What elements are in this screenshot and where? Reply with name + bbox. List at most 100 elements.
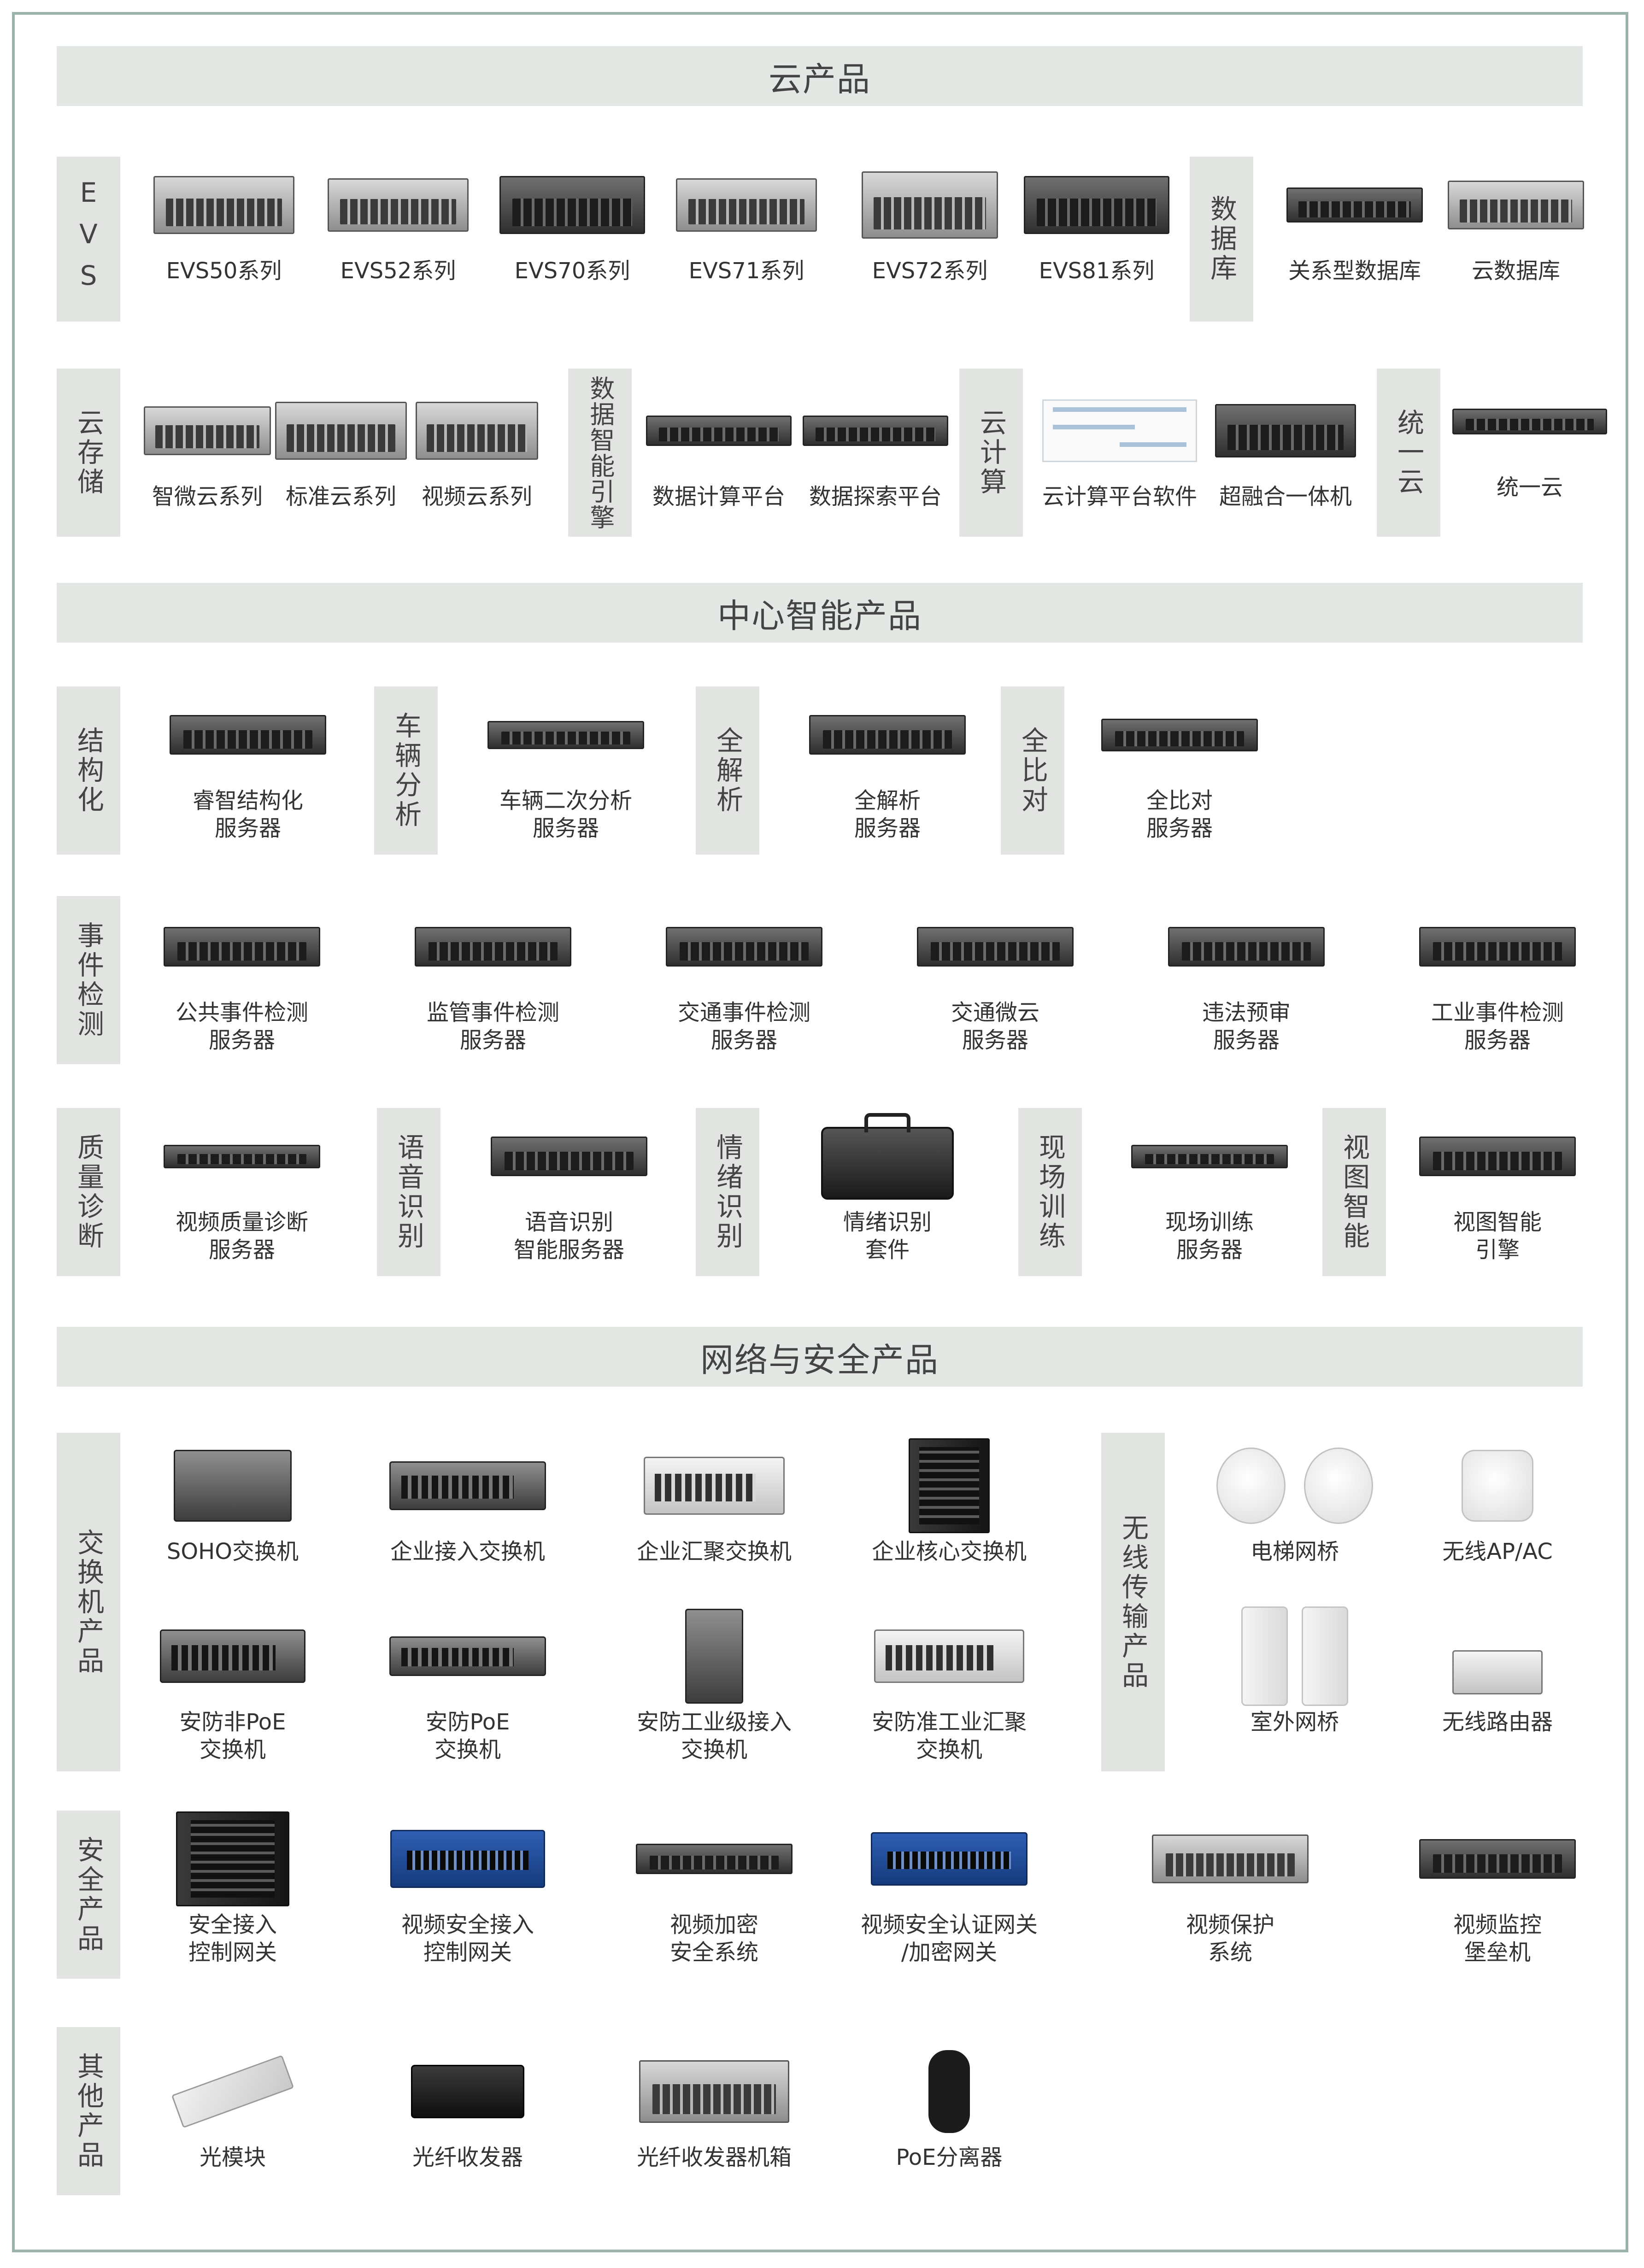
label-switch: 交换机产品 [57, 1433, 120, 1771]
product-ent-access[interactable]: 企业接入交换机 [389, 1437, 546, 1589]
product-evs50[interactable]: EVS50系列 [146, 157, 302, 309]
server-icon [1024, 176, 1169, 234]
product-full-parse[interactable]: 全解析 服务器 [809, 686, 966, 841]
product-standard-cloud[interactable]: 标准云系列 [263, 382, 419, 534]
product-smart-micro[interactable]: 智微云系列 [129, 382, 286, 534]
product-evs70[interactable]: EVS70系列 [494, 157, 651, 309]
product-video-sec-gw[interactable]: 视频安全接入 控制网关 [389, 1811, 546, 1965]
product-video-auth-gw[interactable]: 视频安全认证网关 /加密网关 [861, 1811, 1038, 1965]
label-security: 安全产品 [57, 1811, 120, 1979]
product-ent-core[interactable]: 企业核心交换机 [871, 1437, 1028, 1589]
server-icon [487, 721, 644, 749]
product-data-compute[interactable]: 数据计算平台 [640, 382, 797, 534]
label-training: 现场训练 [1018, 1108, 1082, 1276]
router-icon [1452, 1650, 1543, 1694]
product-video-cloud[interactable]: 视频云系列 [399, 382, 555, 534]
label-full-parse: 全解析 [696, 686, 759, 855]
product-cloud-software[interactable]: 云计算平台软件 [1041, 382, 1198, 534]
product-supervise-event[interactable]: 监管事件检测 服务器 [415, 898, 571, 1053]
section-cloud-banner: 云产品 [57, 46, 1583, 106]
product-relational-db[interactable]: 关系型数据库 [1276, 157, 1433, 309]
gateway-icon [390, 1830, 545, 1888]
product-training-server[interactable]: 现场训练 服务器 [1131, 1108, 1288, 1263]
product-fiber-transceiver[interactable]: 光纤收发器 [389, 2043, 546, 2195]
label-speech: 语音识别 [377, 1108, 440, 1276]
product-poe-splitter[interactable]: PoE分离器 [871, 2043, 1028, 2195]
product-bastion[interactable]: 视频监控 堡垒机 [1419, 1811, 1576, 1965]
product-outdoor-bridge[interactable]: 室外网桥 [1216, 1606, 1373, 1760]
server-icon [1419, 1137, 1576, 1176]
product-violation[interactable]: 违法预审 服务器 [1168, 898, 1325, 1053]
product-speech-server[interactable]: 语音识别 智能服务器 [491, 1108, 647, 1263]
product-evs81[interactable]: EVS81系列 [1018, 157, 1175, 309]
server-icon [164, 927, 320, 967]
product-sec-nonpoe[interactable]: 安防非PoE 交换机 [154, 1608, 311, 1763]
product-full-compare[interactable]: 全比对 服务器 [1101, 686, 1258, 841]
product-cloud-db[interactable]: 云数据库 [1438, 157, 1594, 309]
server-icon [1215, 404, 1356, 457]
access-point-icon [1304, 1448, 1373, 1524]
label-view: 视图智能 [1322, 1108, 1386, 1276]
server-icon [153, 176, 294, 234]
product-sec-semi-industrial[interactable]: 安防准工业汇聚 交换机 [871, 1608, 1028, 1763]
outdoor-bridge-icon [1302, 1606, 1348, 1706]
section-center-banner: 中心智能产品 [57, 583, 1583, 643]
label-other: 其他产品 [57, 2027, 120, 2195]
product-fiber-chassis[interactable]: 光纤收发器机箱 [636, 2043, 793, 2195]
switch-icon [174, 1450, 292, 1522]
label-vehicle: 车辆分析 [374, 686, 438, 855]
label-unified-cloud: 统一云 [1377, 369, 1440, 537]
product-ruizhi-server[interactable]: 睿智结构化 服务器 [170, 686, 326, 841]
label-full-compare: 全比对 [1001, 686, 1064, 855]
label-event: 事件检测 [57, 896, 120, 1064]
label-quality: 质量诊断 [57, 1108, 120, 1276]
access-point-icon [1216, 1448, 1286, 1524]
industrial-switch-icon [685, 1609, 743, 1704]
product-evs71[interactable]: EVS71系列 [668, 157, 825, 309]
switch-icon [389, 1461, 546, 1510]
product-soho-switch[interactable]: SOHO交换机 [154, 1437, 311, 1589]
label-structuring: 结构化 [57, 686, 120, 855]
product-evs72[interactable]: EVS72系列 [851, 157, 1008, 309]
product-traffic-micro[interactable]: 交通微云 服务器 [917, 898, 1074, 1053]
label-wireless: 无线传输产品 [1101, 1433, 1165, 1771]
product-router[interactable]: 无线路由器 [1419, 1608, 1576, 1760]
server-icon [917, 927, 1074, 967]
product-video-encrypt[interactable]: 视频加密 安全系统 [636, 1811, 793, 1965]
server-icon [1168, 927, 1325, 967]
switch-icon [874, 1629, 1024, 1683]
server-icon [491, 1137, 647, 1176]
product-wireless-ap[interactable]: 无线AP/AC [1419, 1437, 1576, 1589]
product-vehicle-secondary[interactable]: 车辆二次分析 服务器 [487, 686, 644, 841]
product-elevator-bridge[interactable]: 电梯网桥 [1216, 1437, 1373, 1589]
label-cloud-storage: 云存储 [57, 369, 120, 537]
product-optical-module[interactable]: 光模块 [154, 2043, 311, 2195]
product-view-engine[interactable]: 视图智能 引擎 [1419, 1108, 1576, 1263]
label-database: 数据库 [1190, 157, 1253, 322]
chassis-switch-icon [909, 1438, 990, 1533]
server-icon [499, 176, 645, 234]
server-icon [275, 402, 407, 460]
product-video-quality[interactable]: 视频质量诊断 服务器 [164, 1108, 320, 1263]
product-video-protect[interactable]: 视频保护 系统 [1152, 1811, 1309, 1965]
product-industry-event[interactable]: 工业事件检测 服务器 [1419, 898, 1576, 1053]
product-evs52[interactable]: EVS52系列 [320, 157, 476, 309]
switch-icon [644, 1457, 785, 1515]
product-sec-access-gw[interactable]: 安全接入 控制网关 [154, 1811, 311, 1965]
product-unified-cloud[interactable]: 统一云 [1451, 373, 1608, 525]
product-hyper-converged[interactable]: 超融合一体机 [1207, 382, 1364, 534]
product-traffic-event[interactable]: 交通事件检测 服务器 [666, 898, 822, 1053]
product-ent-agg[interactable]: 企业汇聚交换机 [636, 1437, 793, 1589]
access-point-icon [1462, 1450, 1533, 1522]
label-data-engine: 数据智能引擎 [568, 369, 632, 537]
server-icon [415, 927, 571, 967]
product-data-explore[interactable]: 数据探索平台 [797, 382, 954, 534]
product-sec-industrial[interactable]: 安防工业级接入 交换机 [636, 1608, 793, 1763]
product-sec-poe[interactable]: 安防PoE 交换机 [389, 1608, 546, 1763]
switch-icon [389, 1636, 546, 1676]
server-icon [646, 416, 792, 446]
transceiver-icon [411, 2065, 524, 2118]
product-emotion-kit[interactable]: 情绪识别 套件 [809, 1108, 966, 1263]
product-public-event[interactable]: 公共事件检测 服务器 [164, 898, 320, 1053]
server-icon [164, 1144, 320, 1168]
